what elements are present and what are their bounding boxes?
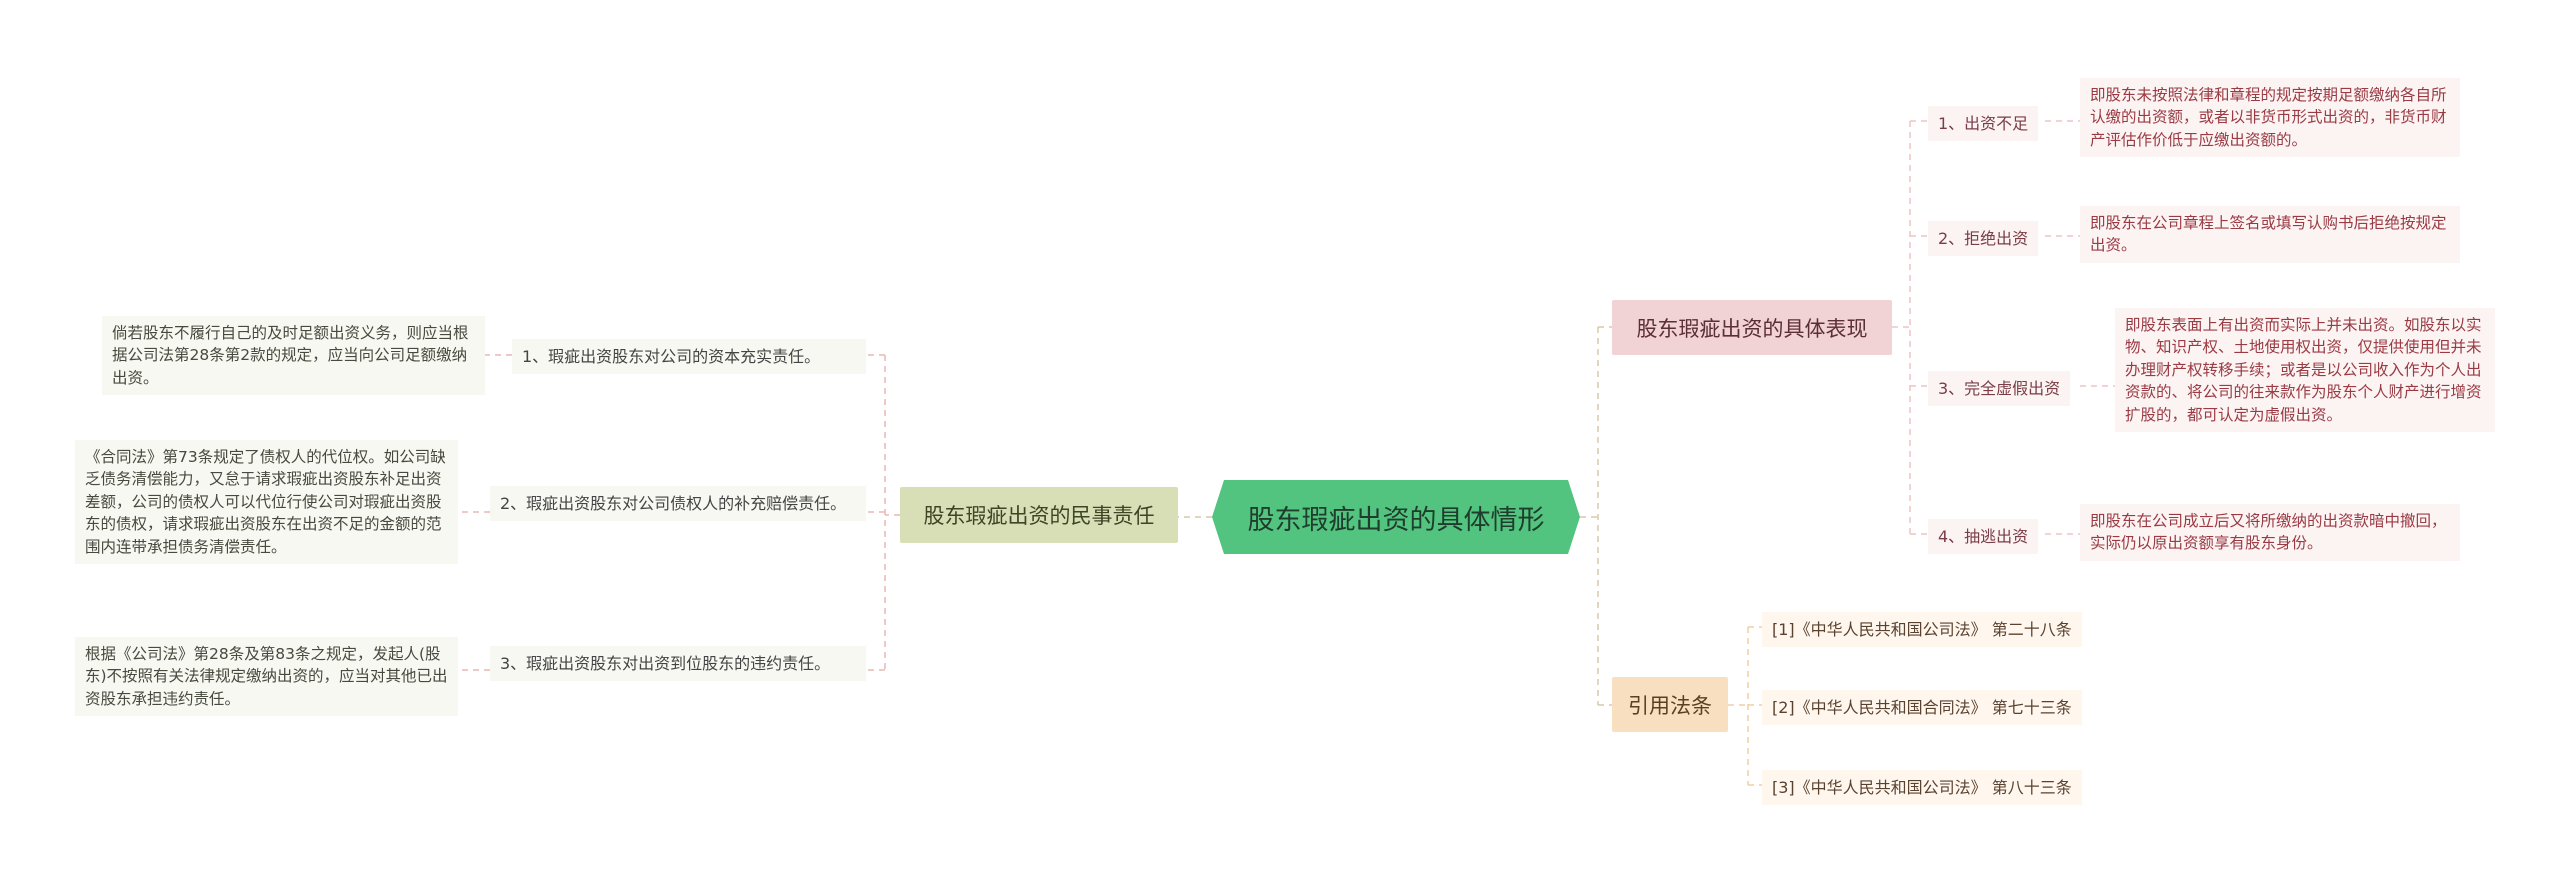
civil-item-label: 2、瑕疵出资股东对公司债权人的补充赔偿责任。 [500, 494, 847, 513]
manifestation-item-3[interactable]: 3、完全虚假出资 [1928, 371, 2071, 407]
civil-item-2[interactable]: 2、瑕疵出资股东对公司债权人的补充赔偿责任。 [490, 486, 866, 522]
manifestation-note-text: 即股东在公司章程上签名或填写认购书后拒绝按规定出资。 [2090, 214, 2447, 255]
civil-note-text: 根据《公司法》第28条及第83条之规定，发起人(股东)不按照有关法律规定缴纳出资… [85, 645, 448, 708]
civil-note-text: 《合同法》第73条规定了债权人的代位权。如公司缺乏债务清偿能力，又怠于请求瑕疵出… [85, 448, 446, 556]
civil-item-label: 3、瑕疵出资股东对出资到位股东的违约责任。 [500, 654, 831, 673]
manifestation-note-1: 即股东未按照法律和章程的规定按期足额缴纳各自所认缴的出资额，或者以非货币形式出资… [2080, 78, 2460, 158]
link-forms-items [1892, 120, 1928, 535]
citation-item-label: [3]《中华人民共和国公司法》 第八十三条 [1772, 778, 2072, 797]
branch-citations[interactable]: 引用法条 [1612, 677, 1728, 732]
citation-item-3[interactable]: [3]《中华人民共和国公司法》 第八十三条 [1762, 770, 2082, 806]
citation-item-label: [2]《中华人民共和国合同法》 第七十三条 [1772, 698, 2072, 717]
manifestation-note-3: 即股东表面上有出资而实际上并未出资。如股东以实物、知识产权、土地使用权出资，仅提… [2115, 308, 2495, 433]
manifestation-note-text: 即股东表面上有出资而实际上并未出资。如股东以实物、知识产权、土地使用权出资，仅提… [2125, 316, 2482, 424]
manifestation-item-label: 3、完全虚假出资 [1938, 379, 2061, 398]
civil-note-2: 《合同法》第73条规定了债权人的代位权。如公司缺乏债务清偿能力，又怠于请求瑕疵出… [75, 440, 458, 565]
link-root-right [1580, 326, 1612, 706]
branch-civil-liability[interactable]: 股东瑕疵出资的民事责任 [900, 487, 1178, 543]
manifestation-item-4[interactable]: 4、抽逃出资 [1928, 519, 2039, 555]
citation-item-1[interactable]: [1]《中华人民共和国公司法》 第二十八条 [1762, 612, 2082, 648]
citation-item-2[interactable]: [2]《中华人民共和国合同法》 第七十三条 [1762, 690, 2082, 726]
link-forms-notes [2045, 120, 2115, 535]
branch-civil-title: 股东瑕疵出资的民事责任 [923, 504, 1155, 528]
branch-manifestations-title: 股东瑕疵出资的具体表现 [1636, 316, 1868, 341]
manifestation-item-label: 2、拒绝出资 [1938, 229, 2029, 248]
manifestation-item-label: 1、出资不足 [1938, 114, 2029, 133]
civil-item-label: 1、瑕疵出资股东对公司的资本充实责任。 [522, 347, 821, 366]
branch-manifestations[interactable]: 股东瑕疵出资的具体表现 [1612, 300, 1892, 355]
manifestation-item-2[interactable]: 2、拒绝出资 [1928, 221, 2039, 257]
manifestation-note-4: 即股东在公司成立后又将所缴纳的出资款暗中撤回，实际仍以原出资额享有股东身份。 [2080, 504, 2460, 561]
link-civil-items [866, 354, 900, 671]
manifestation-item-1[interactable]: 1、出资不足 [1928, 106, 2039, 142]
civil-note-3: 根据《公司法》第28条及第83条之规定，发起人(股东)不按照有关法律规定缴纳出资… [75, 637, 458, 717]
root-node[interactable]: 股东瑕疵出资的具体情形 [1212, 480, 1580, 554]
civil-item-1[interactable]: 1、瑕疵出资股东对公司的资本充实责任。 [512, 339, 866, 375]
link-civil-notes [458, 354, 512, 671]
citation-item-label: [1]《中华人民共和国公司法》 第二十八条 [1772, 620, 2072, 639]
link-law-items [1728, 626, 1762, 786]
manifestation-note-text: 即股东未按照法律和章程的规定按期足额缴纳各自所认缴的出资额，或者以非货币形式出资… [2090, 86, 2447, 149]
civil-note-1: 倘若股东不履行自己的及时足额出资义务，则应当根据公司法第28条第2款的规定，应当… [102, 316, 485, 396]
root-title: 股东瑕疵出资的具体情形 [1247, 504, 1545, 536]
manifestation-note-2: 即股东在公司章程上签名或填写认购书后拒绝按规定出资。 [2080, 206, 2460, 263]
civil-item-3[interactable]: 3、瑕疵出资股东对出资到位股东的违约责任。 [490, 646, 866, 682]
branch-citations-title: 引用法条 [1628, 693, 1712, 718]
civil-note-text: 倘若股东不履行自己的及时足额出资义务，则应当根据公司法第28条第2款的规定，应当… [112, 324, 469, 387]
manifestation-item-label: 4、抽逃出资 [1938, 527, 2029, 546]
manifestation-note-text: 即股东在公司成立后又将所缴纳的出资款暗中撤回，实际仍以原出资额享有股东身份。 [2090, 512, 2447, 553]
